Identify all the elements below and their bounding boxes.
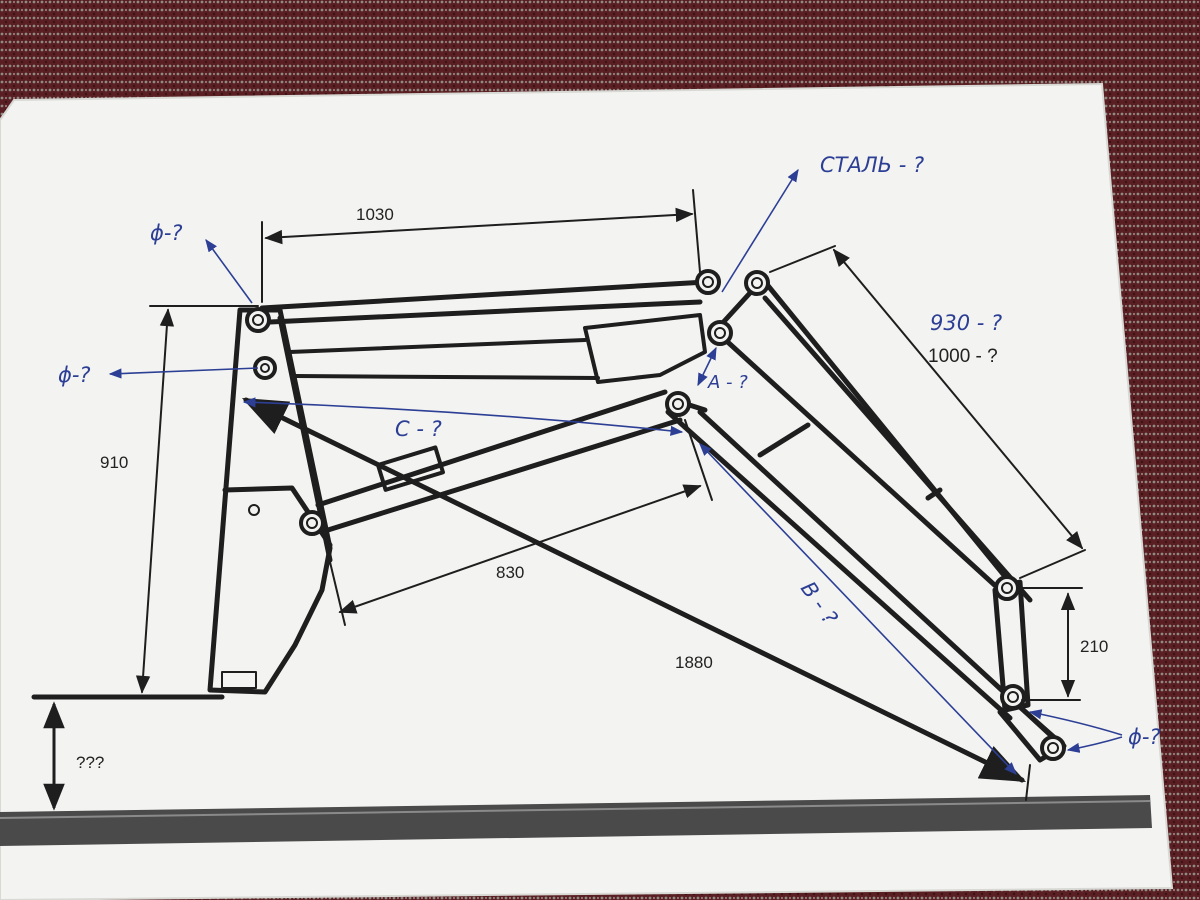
label-outer-arm-1: 930 - ? xyxy=(930,311,1002,335)
ground-rail xyxy=(0,795,1152,846)
label-outer-arm-2: 1000 - ? xyxy=(928,346,998,367)
dim-top-length xyxy=(261,189,701,303)
label-dim-c: C - ? xyxy=(395,417,442,441)
pin-bucket-low xyxy=(1040,735,1066,761)
label-left-height: 910 xyxy=(100,453,128,472)
pen-arrow-pin-mid xyxy=(108,367,259,379)
pin-elbow-low xyxy=(707,320,733,346)
label-top-length: 1030 xyxy=(356,205,394,224)
label-pin-diameter-bottom: ϕ-? xyxy=(1128,725,1161,749)
upper-arm xyxy=(259,279,709,325)
label-pin-diameter-mid: ϕ-? xyxy=(58,363,91,387)
dim-bucket-link xyxy=(1017,587,1083,701)
pen-arrow-pin-top xyxy=(205,238,253,304)
label-pin-diameter-top: ϕ-? xyxy=(150,221,183,245)
pin-bucket-top xyxy=(994,575,1020,601)
pin-frame-low xyxy=(299,510,325,536)
pen-arrow-pins-bottom xyxy=(1028,709,1123,736)
label-ground-clearance: ??? xyxy=(76,753,104,772)
dim-left-height xyxy=(135,305,259,694)
upper-cylinder xyxy=(288,313,707,384)
pen-arrow-c xyxy=(242,397,684,436)
pin-arm-mid xyxy=(665,391,691,417)
pin-elbow-right xyxy=(744,270,770,296)
pen-arrow-steel xyxy=(721,168,799,293)
pen-arrow-b xyxy=(699,443,1017,775)
pin-bucket-mid xyxy=(1000,684,1026,710)
label-dim-a: A - ? xyxy=(707,372,748,393)
pin-frame-top xyxy=(245,307,271,333)
label-diagonal: 1880 xyxy=(675,653,713,672)
ground-rail-highlight xyxy=(0,800,1151,819)
pin-elbow-top xyxy=(695,269,721,295)
label-steel: СТАЛЬ - ? xyxy=(820,153,924,177)
pen-annotations xyxy=(43,168,1123,811)
dim-outer-arm xyxy=(769,245,1086,579)
pen-arrow-a xyxy=(697,346,717,387)
label-bucket-link-height: 210 xyxy=(1080,637,1108,656)
label-cylinder-span: 830 xyxy=(496,563,524,582)
paper-sheet xyxy=(0,82,1174,900)
bucket-edge-line xyxy=(1025,764,1031,801)
